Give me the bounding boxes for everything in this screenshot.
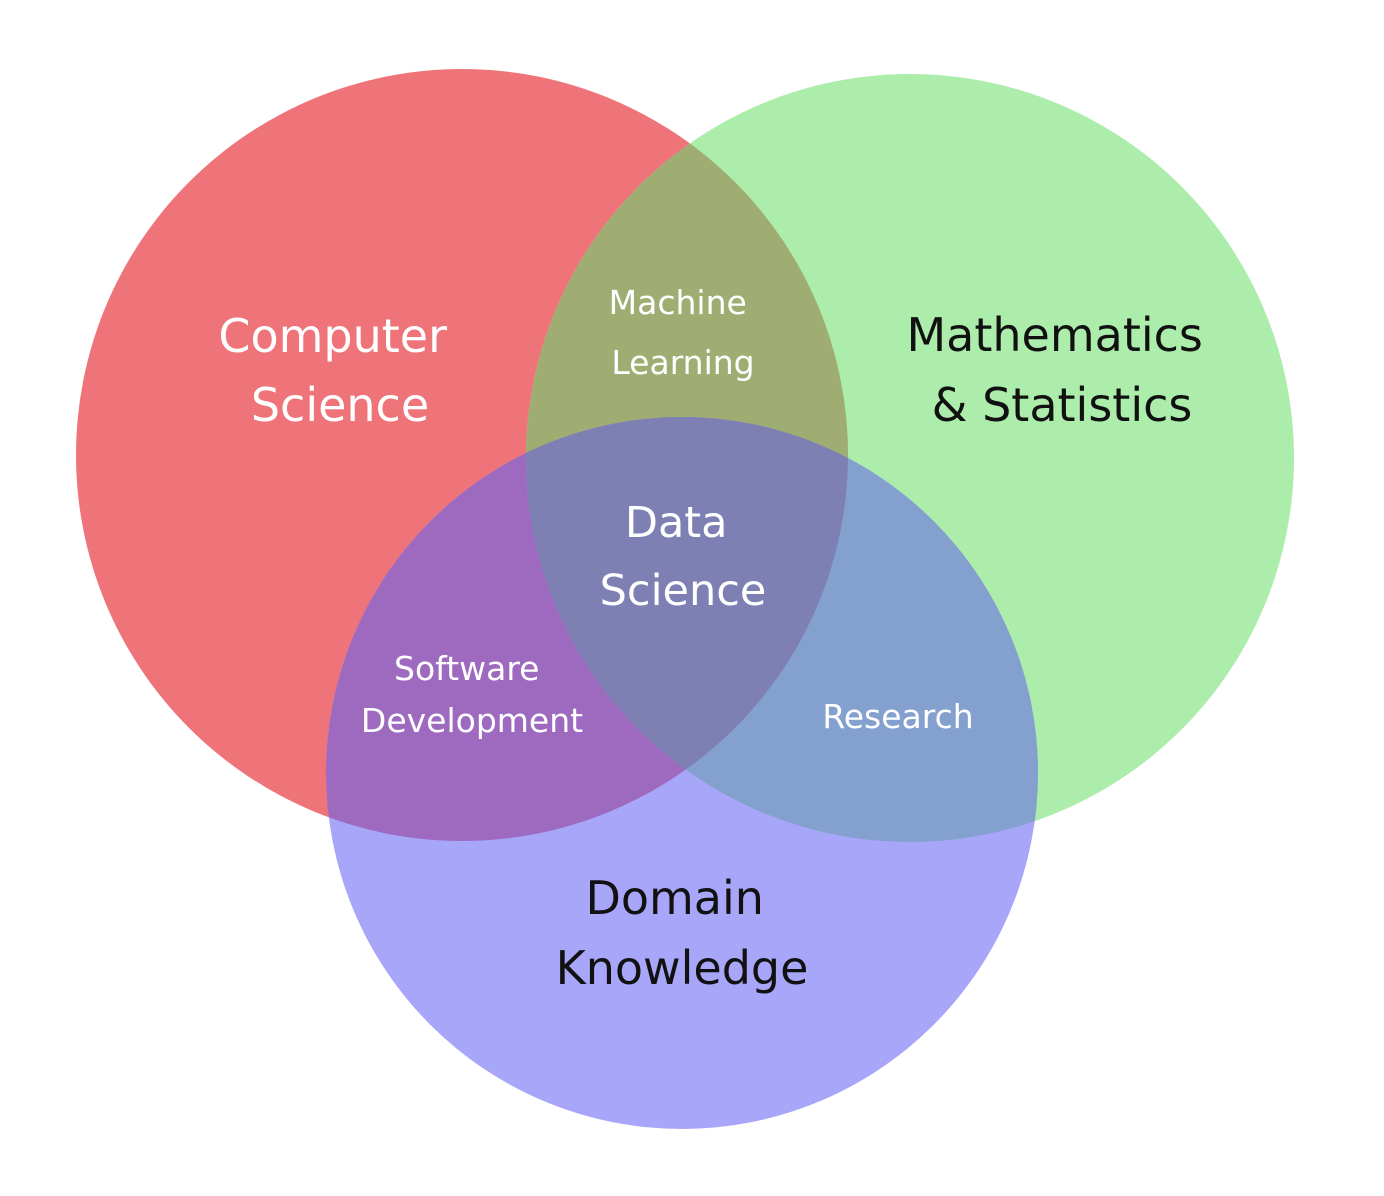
research-label: Research <box>822 697 973 736</box>
data-science-label: Data Science <box>600 498 767 616</box>
machine-learning-label: Machine Learning <box>609 283 758 382</box>
domain-knowledge-label: Domain Knowledge <box>556 871 809 995</box>
computer-science-label: Computer Science <box>218 309 461 432</box>
software-development-label: Software Development <box>361 649 583 740</box>
mathematics-statistics-label: Mathematics & Statistics <box>906 308 1217 432</box>
